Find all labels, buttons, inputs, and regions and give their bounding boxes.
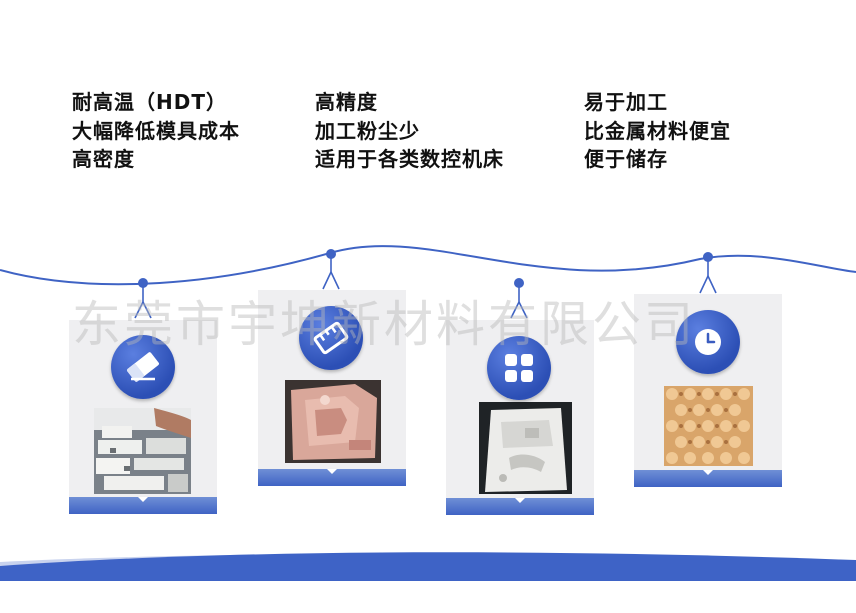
connector-2 (322, 254, 340, 290)
feature-item: 适用于各类数控机床 (315, 147, 504, 171)
feature-column-3: 易于加工 比金属材料便宜 便于储存 (584, 88, 731, 174)
ruler-pencil-icon (299, 306, 363, 370)
feature-item: 耐高温（HDT） (72, 90, 227, 114)
feature-list: 耐高温（HDT） 大幅降低模具成本 高密度 高精度 加工粉尘少 适用于各类数控机… (0, 88, 856, 178)
product-photo-mold-parts (94, 408, 191, 494)
connector-dot-4 (703, 252, 713, 262)
feature-item: 高精度 (315, 90, 378, 114)
card-footer-bar (258, 469, 406, 486)
timeline-wave (0, 245, 856, 286)
connector-1 (134, 283, 152, 319)
product-photo-textured-board (664, 386, 753, 466)
feature-item: 大幅降低模具成本 (72, 118, 240, 143)
card-footer-bar (69, 497, 217, 514)
eraser-icon (111, 335, 175, 399)
product-photo-cnc-block (479, 402, 572, 494)
connector-dot-1 (138, 278, 148, 288)
feature-card-4 (634, 294, 782, 487)
feature-item: 便于储存 (584, 147, 668, 171)
connector-4 (699, 257, 717, 294)
bottom-white-strip (0, 581, 856, 613)
connector-3 (510, 283, 528, 319)
feature-card-3 (446, 320, 594, 515)
bottom-wave (0, 552, 856, 581)
connector-dot-3 (514, 278, 524, 288)
grid-icon (487, 336, 551, 400)
feature-item: 比金属材料便宜 (584, 118, 731, 143)
feature-column-1: 耐高温（HDT） 大幅降低模具成本 高密度 (72, 88, 240, 174)
card-footer-bar (446, 498, 594, 515)
feature-column-2: 高精度 加工粉尘少 适用于各类数控机床 (315, 88, 504, 174)
card-footer-bar (634, 470, 782, 487)
clock-icon (676, 310, 740, 374)
feature-item: 加工粉尘少 (315, 118, 420, 143)
feature-item: 高密度 (72, 147, 135, 171)
feature-item: 易于加工 (584, 90, 668, 114)
product-photo-pink-mold (285, 380, 381, 463)
feature-card-2 (258, 290, 406, 486)
connector-dot-2 (326, 249, 336, 259)
